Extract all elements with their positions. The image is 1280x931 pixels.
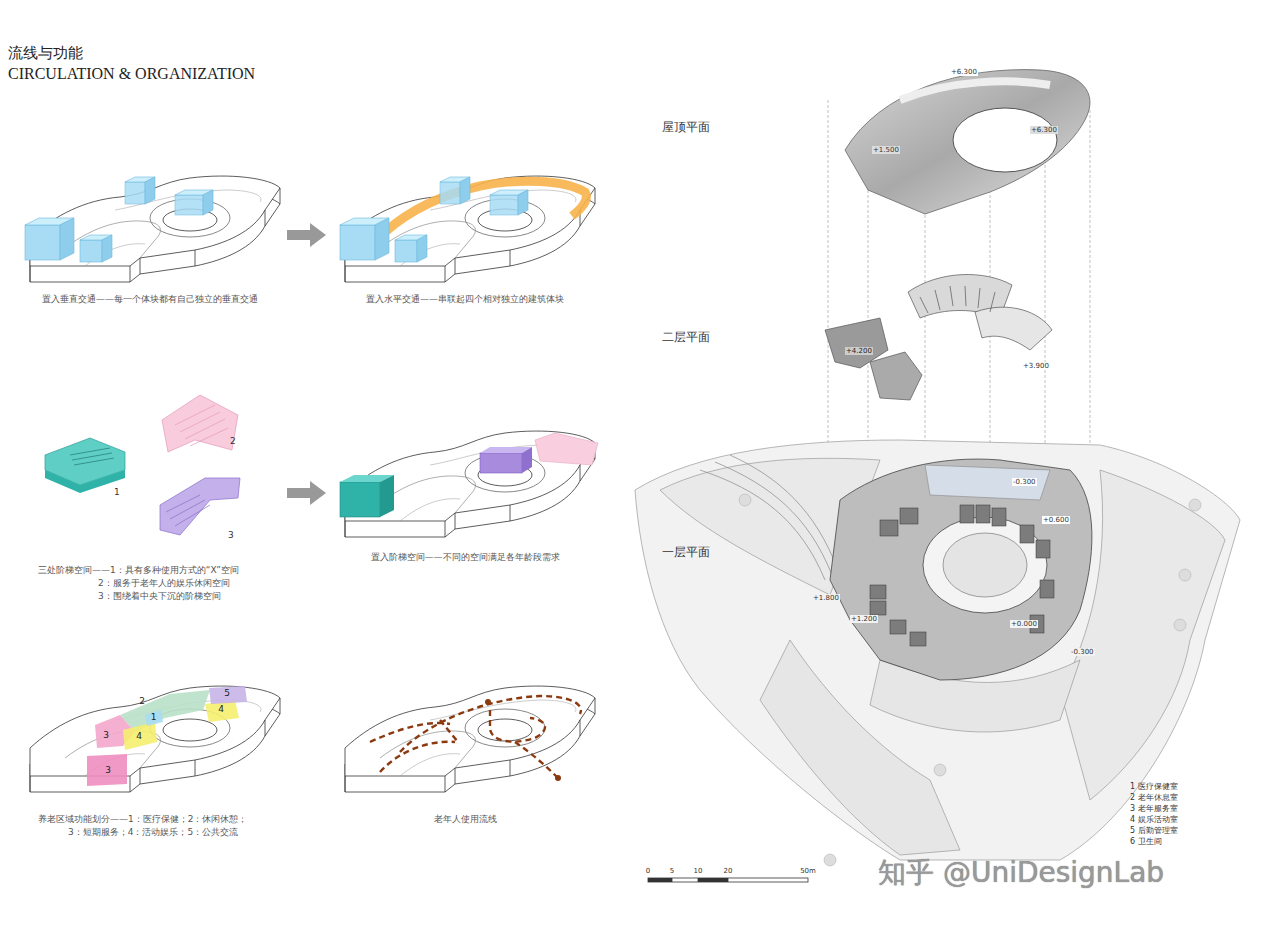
elevation-mark: -0.300: [1012, 478, 1037, 486]
legend-item: 1 医疗保健室: [1130, 782, 1178, 792]
callout-number: 1: [114, 487, 120, 498]
elevation-mark: +6.300: [950, 68, 978, 76]
function-zone: 5: [210, 686, 244, 701]
function-zone: 4: [206, 700, 236, 718]
plan-title: 一层平面: [662, 545, 710, 559]
elevation-mark: +4.200: [845, 347, 873, 355]
caption: 养老区域功能划分——1：医疗保健；2：休闲休憩；: [38, 814, 247, 825]
zone-number: 1: [151, 713, 157, 722]
function-zone: 3: [96, 724, 116, 746]
elevation-mark: +1.800: [812, 594, 840, 602]
elevation-mark: +3.900: [1022, 362, 1050, 370]
function-zone: 4: [124, 726, 154, 746]
subtitle: CIRCULATION & ORGANIZATION: [8, 64, 255, 83]
legend-item: 3 老年服务室: [1130, 804, 1178, 814]
watermark: 知乎 @UniDesignLab: [878, 856, 1164, 890]
elevation-mark: -0.300: [1070, 648, 1095, 656]
legend-item: 2 老年休息室: [1130, 793, 1178, 803]
scale-number: 20: [724, 867, 733, 875]
title: 流线与功能: [8, 44, 83, 62]
zone-number: 3: [103, 731, 109, 740]
zone-number: 4: [218, 705, 224, 714]
elevation-mark: +0.000: [1010, 620, 1038, 628]
legend-item: 4 娱乐活动室: [1130, 815, 1178, 825]
zone-number: 4: [136, 732, 142, 741]
elevation-mark: +0.600: [1042, 516, 1070, 524]
plan-title: 二层平面: [662, 330, 710, 344]
caption: 置入水平交通——串联起四个相对独立的建筑体块: [366, 294, 564, 305]
caption: 老年人使用流线: [434, 814, 497, 825]
function-zone: 3: [88, 755, 128, 785]
zone-number: 2: [139, 697, 145, 706]
legend-item: 6 卫生间: [1130, 837, 1162, 847]
zone-number: 5: [224, 689, 230, 698]
elevation-mark: +1.200: [850, 615, 878, 623]
callout-number: 3: [228, 530, 234, 541]
caption: 置入垂直交通——每一个体块都有自己独立的垂直交通: [42, 294, 258, 305]
scale-number: 5: [670, 867, 674, 875]
callout-number: 2: [230, 436, 236, 447]
scale-number: 0: [646, 867, 650, 875]
legend-item: 5 后勤管理室: [1130, 826, 1178, 836]
scale-number: 10: [694, 867, 703, 875]
elevation-mark: +1.500: [872, 146, 900, 154]
caption: 置入阶梯空间——不同的空间满足各年龄段需求: [371, 552, 560, 563]
function-zone: 1: [146, 711, 161, 724]
zone-number: 3: [105, 766, 111, 775]
caption: 2：服务于老年人的娱乐休闲空间: [98, 578, 230, 589]
elevation-mark: +6.300: [1030, 126, 1058, 134]
plan-title: 屋顶平面: [662, 120, 710, 134]
scale-number: 50m: [800, 867, 816, 875]
caption: 三处阶梯空间——1：具有多种使用方式的“X”空间: [38, 565, 239, 576]
caption: 3：围绕着中央下沉的阶梯空间: [98, 591, 221, 602]
function-zone: 2: [122, 692, 162, 710]
caption: 3：短期服务；4：活动娱乐；5：公共交流: [68, 827, 238, 838]
